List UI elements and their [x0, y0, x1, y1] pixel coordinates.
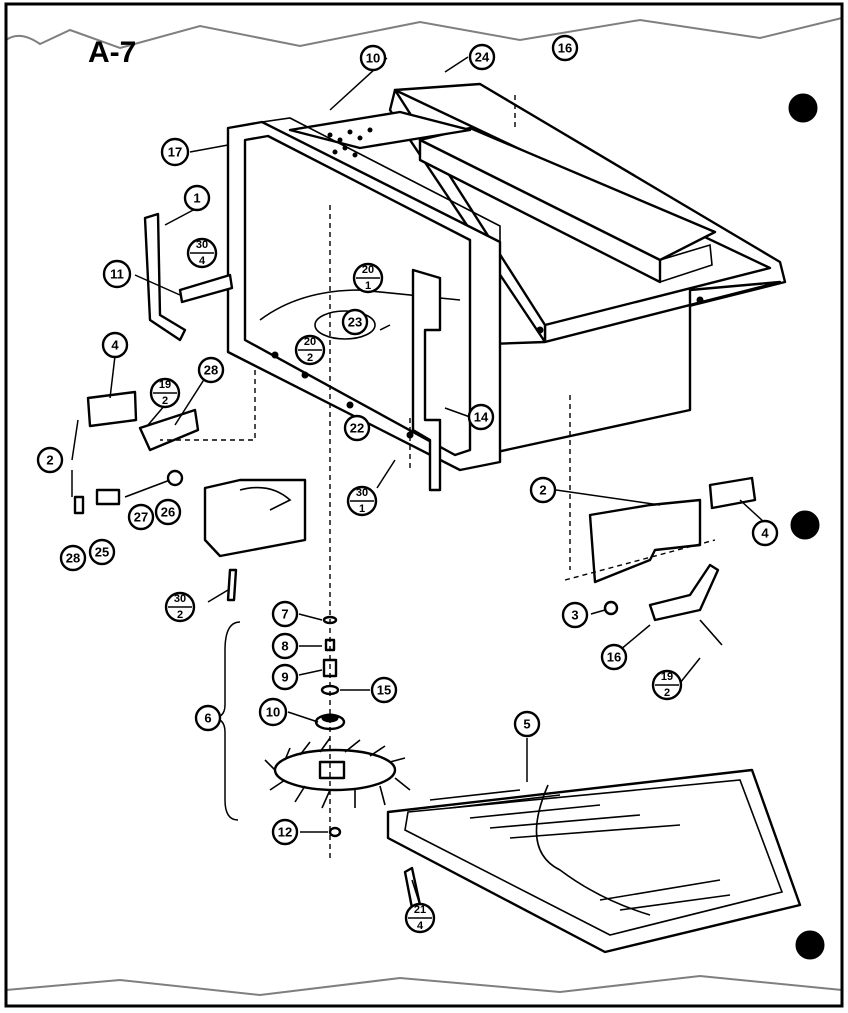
- svg-text:19: 19: [661, 671, 673, 683]
- callout-15: 15: [370, 676, 398, 704]
- svg-text:16: 16: [558, 41, 572, 56]
- callout-7: 7: [271, 600, 299, 628]
- svg-text:20: 20: [362, 264, 374, 276]
- svg-text:24: 24: [475, 50, 490, 65]
- svg-text:5: 5: [523, 717, 530, 732]
- callout-22: 22: [343, 414, 371, 442]
- svg-text:2: 2: [162, 395, 168, 407]
- callout-14: 14: [467, 403, 495, 431]
- svg-text:20: 20: [304, 336, 316, 348]
- callout-20-1: 20 1: [352, 262, 384, 294]
- callout-16-right: 16: [600, 643, 628, 671]
- svg-text:4: 4: [417, 920, 424, 932]
- svg-text:19: 19: [159, 379, 171, 391]
- callout-2-right: 2: [529, 476, 557, 504]
- svg-text:12: 12: [278, 825, 292, 840]
- fan-blade: [264, 737, 411, 809]
- svg-text:2: 2: [177, 609, 183, 621]
- assembly-guide-lines: [160, 95, 571, 570]
- callout-11: 11: [102, 259, 132, 289]
- svg-text:17: 17: [168, 145, 182, 160]
- svg-text:2: 2: [539, 483, 546, 498]
- callout-21-4: 21 4: [404, 902, 436, 934]
- callout-20-2: 20 2: [294, 334, 326, 366]
- callout-19-2-left: 19 2: [149, 377, 181, 409]
- callout-4-right: 4: [751, 519, 779, 547]
- svg-text:26: 26: [161, 505, 175, 520]
- svg-text:10: 10: [266, 705, 280, 720]
- svg-text:7: 7: [281, 607, 288, 622]
- callout-25: 25: [88, 538, 116, 566]
- fan-motor-stack: [211, 205, 411, 860]
- callout-30-2: 30 2: [164, 591, 196, 623]
- punch-hole-middle: [790, 510, 820, 540]
- callout-9: 9: [271, 663, 299, 691]
- svg-text:9: 9: [281, 670, 288, 685]
- callout-30-4: 30 4: [186, 237, 218, 269]
- perforation-dots: [327, 127, 373, 158]
- svg-text:14: 14: [474, 410, 489, 425]
- callout-2-left: 2: [36, 446, 64, 474]
- svg-text:30: 30: [356, 487, 368, 499]
- callout-16-top: 16: [551, 34, 579, 62]
- callout-28-left: 28: [197, 356, 225, 384]
- callout-4-left: 4: [101, 331, 129, 359]
- svg-text:16: 16: [607, 650, 621, 665]
- callout-23: 23: [341, 308, 369, 336]
- cover-plate-4a: [86, 390, 138, 428]
- base-tray: [386, 768, 802, 954]
- leader-lines: [71, 56, 766, 906]
- sheet-frame: [4, 2, 844, 1008]
- callout-28-bottom: 28: [59, 544, 87, 572]
- svg-text:28: 28: [204, 363, 218, 378]
- svg-text:28: 28: [66, 551, 80, 566]
- callout-17: 17: [160, 137, 190, 167]
- svg-text:8: 8: [281, 639, 288, 654]
- callout-5: 5: [513, 710, 541, 738]
- svg-text:1: 1: [359, 503, 365, 515]
- svg-text:30: 30: [174, 593, 186, 605]
- cabinet-housing: [226, 82, 787, 492]
- punch-hole-top: [788, 93, 818, 123]
- callout-24: 24: [468, 43, 496, 71]
- callout-12: 12: [271, 818, 299, 846]
- svg-text:4: 4: [761, 526, 769, 541]
- svg-text:10: 10: [366, 51, 380, 66]
- punch-hole-bottom: [795, 930, 825, 960]
- svg-text:4: 4: [111, 338, 119, 353]
- svg-text:30: 30: [196, 239, 208, 251]
- right-bracket-assembly: [564, 476, 757, 646]
- svg-text:23: 23: [348, 315, 362, 330]
- callout-27: 27: [127, 503, 155, 531]
- callout-1: 1: [183, 184, 211, 212]
- svg-text:6: 6: [204, 711, 211, 726]
- cover-plate-4b: [708, 476, 757, 510]
- left-bracket-assembly: [73, 212, 307, 602]
- svg-text:22: 22: [350, 421, 364, 436]
- svg-text:1: 1: [365, 280, 371, 292]
- callout-19-2-right: 19 2: [651, 669, 683, 701]
- svg-text:21: 21: [414, 904, 426, 916]
- svg-text:15: 15: [377, 683, 391, 698]
- callout-8: 8: [271, 632, 299, 660]
- svg-text:27: 27: [134, 510, 148, 525]
- callout-30-1: 30 1: [346, 485, 378, 517]
- svg-text:3: 3: [571, 608, 578, 623]
- svg-text:25: 25: [95, 545, 109, 560]
- callout-10-top: 10: [359, 44, 387, 72]
- callout-26: 26: [154, 498, 182, 526]
- callout-6: 6: [194, 704, 222, 732]
- svg-text:1: 1: [193, 191, 200, 206]
- callout-10-fan: 10: [258, 697, 288, 727]
- diagram-title: A-7: [88, 36, 136, 69]
- svg-text:2: 2: [664, 687, 670, 699]
- svg-text:2: 2: [46, 453, 53, 468]
- svg-text:11: 11: [110, 267, 124, 282]
- svg-text:4: 4: [199, 255, 206, 267]
- svg-text:2: 2: [307, 352, 313, 364]
- callout-3: 3: [561, 601, 589, 629]
